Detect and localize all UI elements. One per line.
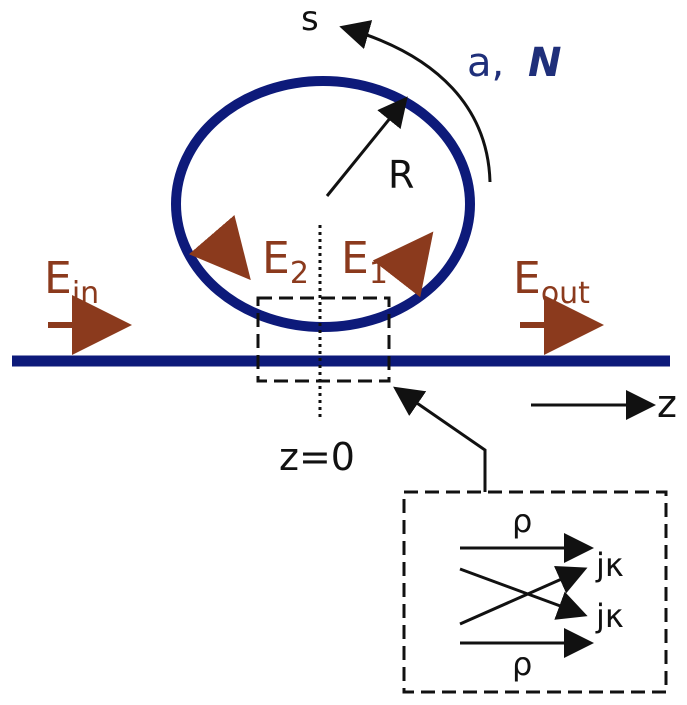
ring-waveguide — [171, 76, 475, 332]
e2-main: E — [262, 233, 290, 284]
radius-arrow — [325, 96, 408, 197]
e-out-main: E — [513, 253, 541, 304]
s-label: s — [301, 0, 319, 39]
e1-subscript: 1 — [369, 256, 388, 291]
e2-subscript: 2 — [290, 256, 309, 291]
scattering-matrix-inset — [402, 490, 668, 694]
rho-bottom-label: ρ — [512, 645, 532, 683]
e-out-subscript: out — [541, 276, 590, 311]
z-axis-label: z — [657, 382, 677, 426]
e-out-label: Eout — [513, 253, 590, 311]
e-in-main: E — [44, 253, 72, 304]
e-in-subscript: in — [72, 276, 99, 311]
jk-top-label: jκ — [595, 546, 624, 584]
inset-connector-arrow — [393, 386, 487, 492]
e1-main: E — [341, 233, 369, 284]
e1-label: E1 — [341, 233, 388, 291]
e-in-label: Ein — [44, 253, 99, 311]
e2-field-arrow — [188, 215, 251, 281]
e2-label: E2 — [262, 233, 309, 291]
a-label: a, — [467, 40, 504, 86]
cross-arrow-up — [459, 565, 588, 626]
cross-arrow-down — [459, 567, 588, 620]
coupling-region-box — [256, 296, 391, 383]
circulation-arrow — [339, 20, 492, 183]
jk-bottom-label: jκ — [595, 597, 624, 635]
e1-field-arrow — [372, 231, 434, 298]
z-zero-label: z=0 — [279, 435, 355, 479]
n-label: N — [528, 40, 561, 86]
r-label: R — [388, 153, 414, 197]
rho-top-label: ρ — [512, 502, 532, 540]
